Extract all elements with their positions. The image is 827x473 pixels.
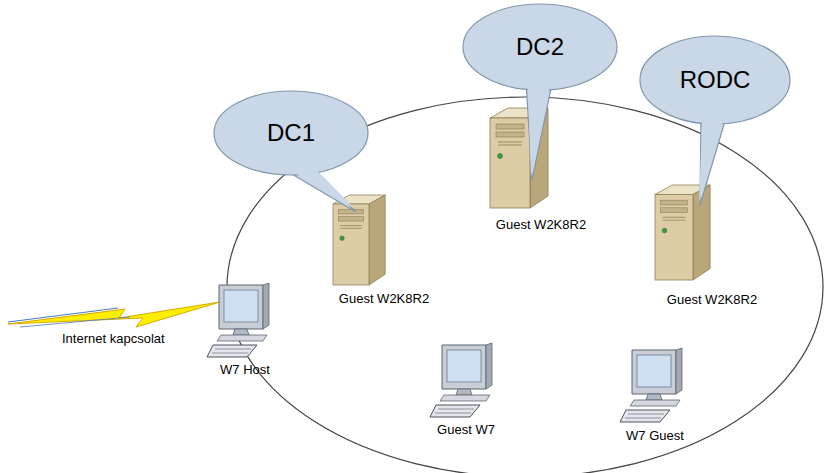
device-label: Guest W7	[437, 422, 495, 437]
bubble-label: RODC	[680, 66, 751, 94]
bubble-text-group: DC2	[516, 33, 564, 61]
device-label: W7 Host	[220, 362, 270, 377]
device-label: W7 Guest	[626, 428, 684, 443]
device-label: Guest W2K8R2	[496, 217, 586, 232]
device-label: Guest W2K8R2	[339, 291, 429, 306]
bubble-text-group: RODC	[680, 66, 751, 94]
bubble-label: DC1	[267, 119, 315, 147]
speech-bubble: RODC	[639, 35, 791, 125]
bubble-label: DC2	[516, 33, 564, 61]
speech-bubble: DC2	[462, 3, 618, 91]
device-label: Guest W2K8R2	[667, 292, 757, 307]
connection-label: Internet kapcsolat	[62, 331, 165, 346]
speech-bubble: DC1	[213, 90, 369, 176]
bubble-text-group: DC1	[267, 119, 315, 147]
